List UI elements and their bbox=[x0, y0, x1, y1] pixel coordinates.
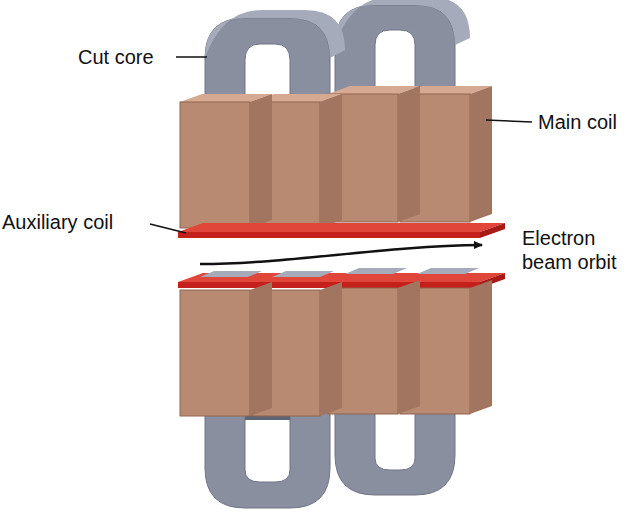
lower-main-coils bbox=[180, 280, 492, 416]
part-label: Auxiliary coil bbox=[2, 210, 152, 234]
part-label: Cut core bbox=[78, 45, 178, 69]
leader-line bbox=[486, 120, 532, 122]
beam-orbit-arrow bbox=[200, 245, 482, 264]
leader-line bbox=[150, 224, 186, 233]
part-label: Electron beam orbit bbox=[522, 226, 632, 274]
leader-line bbox=[176, 56, 207, 58]
upper-auxiliary-coil bbox=[178, 223, 505, 238]
upper-main-coils bbox=[180, 86, 492, 228]
part-label: Main coil bbox=[538, 110, 638, 134]
